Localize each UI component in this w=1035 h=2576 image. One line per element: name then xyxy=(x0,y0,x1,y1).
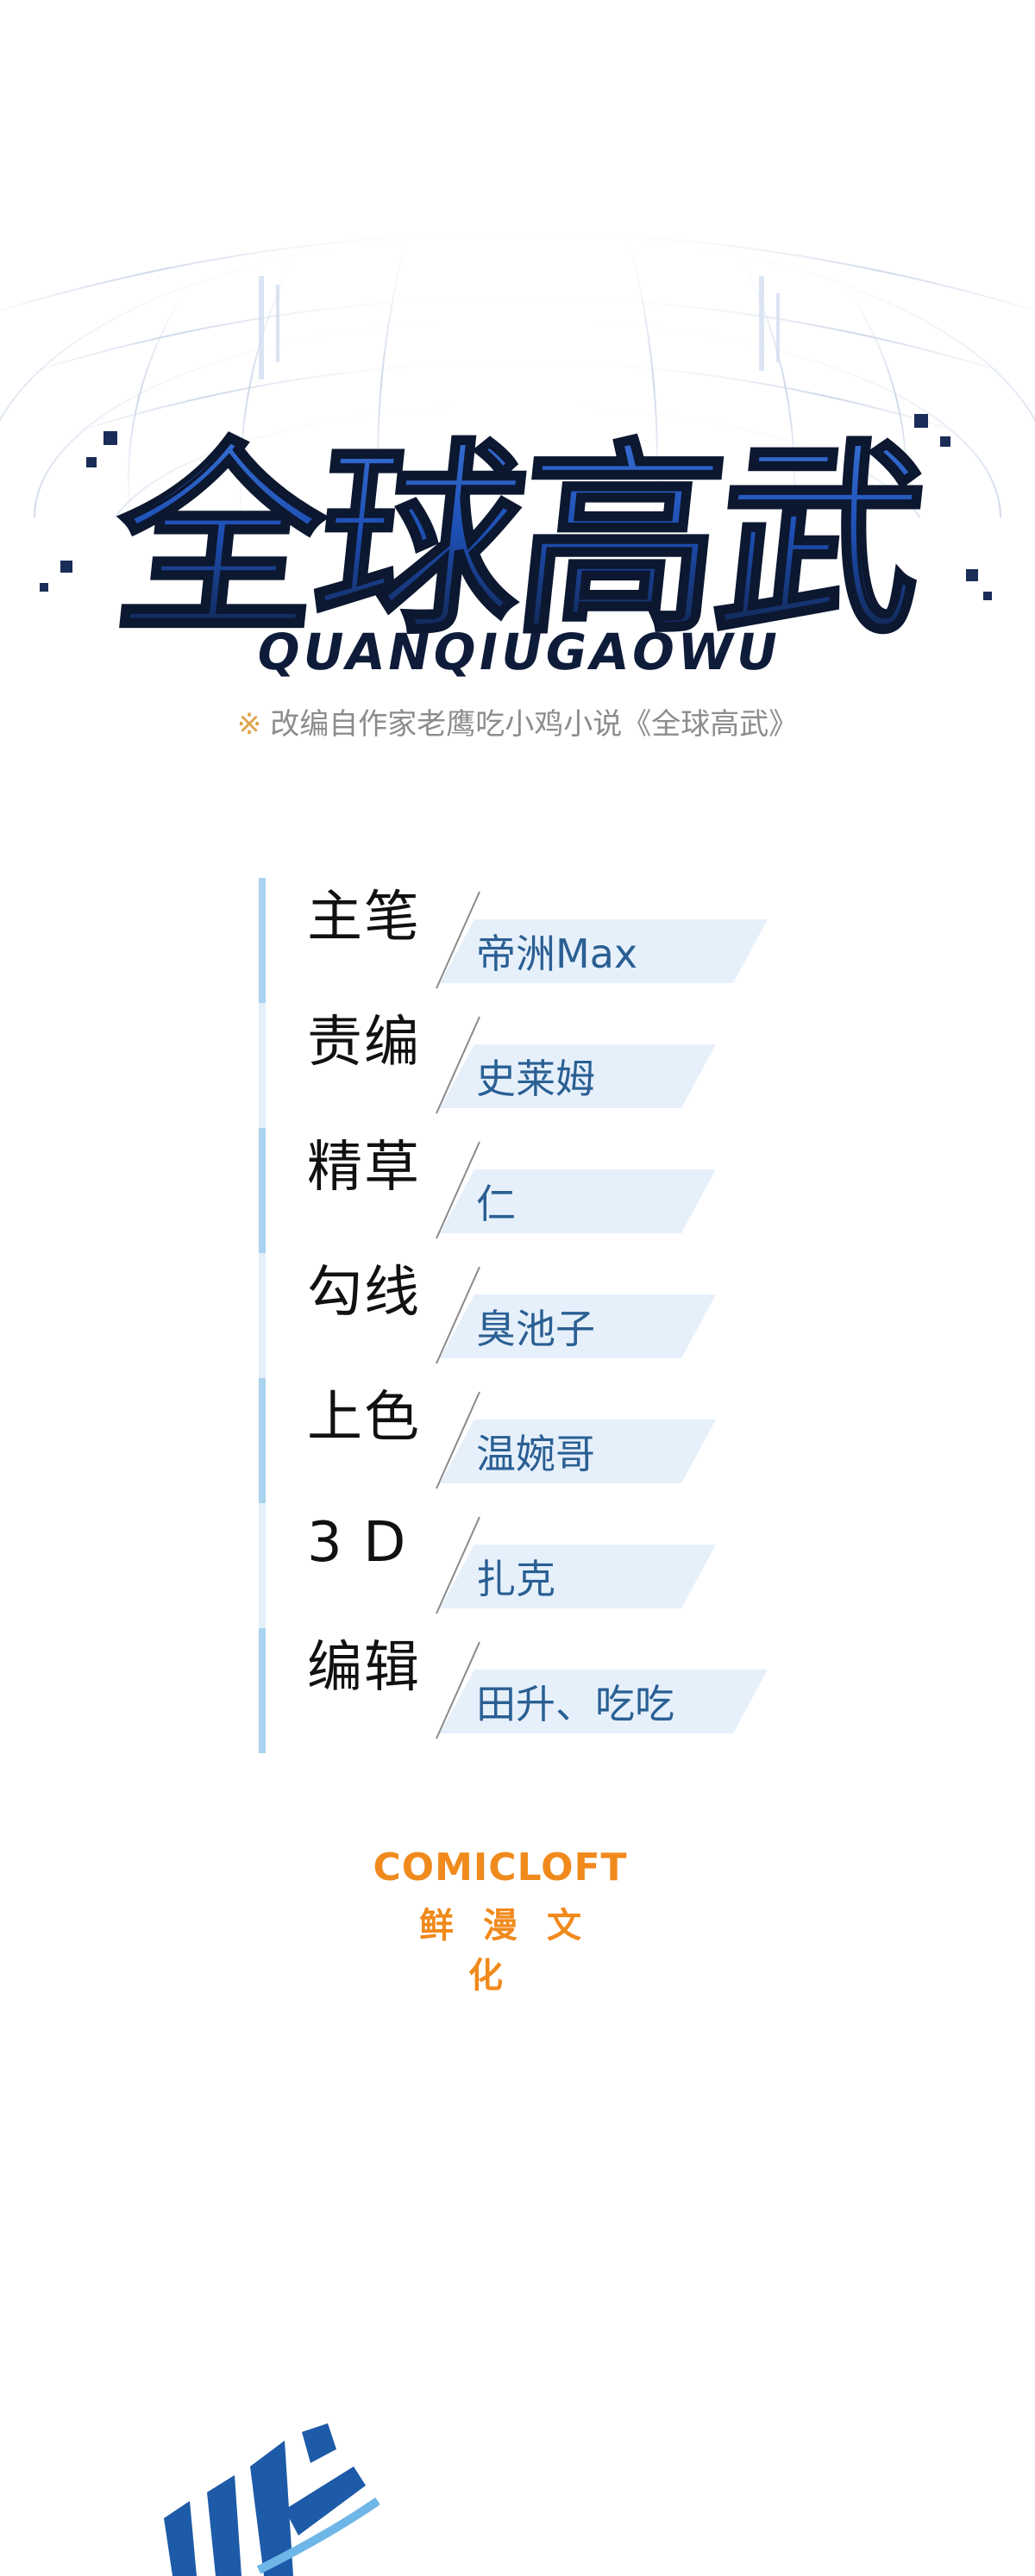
title-text: 全球高武 xyxy=(104,423,932,661)
credit-name-plate xyxy=(440,919,768,983)
credit-accent-bar xyxy=(259,1503,266,1628)
calligraphy-fragment-icon xyxy=(164,2423,380,2576)
slash-divider-icon xyxy=(436,1641,480,1739)
credit-row: 精草仁 xyxy=(259,1128,794,1253)
slash-divider-icon xyxy=(436,1016,480,1114)
credit-row: 编辑田升、吃吃 xyxy=(259,1628,794,1753)
credit-name: 温婉哥 xyxy=(476,1431,595,1477)
globe-wireframe-icon xyxy=(0,232,1035,517)
slash-divider-icon xyxy=(436,1266,480,1364)
credit-role: 上色 xyxy=(307,1386,421,1450)
credit-role: 责编 xyxy=(307,1011,421,1075)
credit-row: 主笔帝洲Max xyxy=(259,878,794,1003)
credit-row: 3 D 扎克 xyxy=(259,1503,794,1628)
credit-role: 勾线 xyxy=(307,1261,421,1325)
credit-name: 田升、吃吃 xyxy=(476,1681,674,1727)
adaptation-note: ※改编自作家老鹰吃小鸡小说《全球高武》 xyxy=(0,700,1035,743)
credit-name: 仁 xyxy=(476,1181,516,1227)
brand-name-cn: 鲜漫文化 xyxy=(419,1906,611,1996)
credit-role: 3 D xyxy=(307,1511,408,1575)
credit-accent-bar xyxy=(259,1628,266,1753)
credit-name-plate xyxy=(440,1420,716,1483)
slash-divider-icon xyxy=(436,1141,480,1239)
credit-name-plate xyxy=(440,1044,716,1108)
adaptation-note-text: 改编自作家老鹰吃小鸡小说《全球高武》 xyxy=(270,707,799,742)
credit-name: 扎克 xyxy=(476,1556,555,1602)
credit-name: 臭池子 xyxy=(476,1306,595,1352)
brand-logo: COMICLOFT 鲜漫文化 xyxy=(362,1846,638,1996)
title-romanized-text: QUANQIUGAOWU xyxy=(252,623,786,680)
slash-divider-icon xyxy=(436,1516,480,1614)
credit-role: 主笔 xyxy=(307,886,421,950)
credit-name-plate xyxy=(440,1294,716,1358)
credit-name-plate xyxy=(440,1545,716,1608)
credit-accent-bar xyxy=(259,1003,266,1128)
credit-row: 责编史莱姆 xyxy=(259,1003,794,1128)
credit-name-plate xyxy=(440,1670,768,1733)
credit-accent-bar xyxy=(259,1128,266,1253)
credit-role: 编辑 xyxy=(307,1636,421,1700)
credit-accent-bar xyxy=(259,1253,266,1378)
credit-role: 精草 xyxy=(307,1136,421,1200)
title-romanized: QUANQIUGAOWU xyxy=(252,623,786,680)
title-logo: 全球高武 xyxy=(40,414,992,663)
credit-name-plate xyxy=(440,1169,716,1233)
credit-name: 帝洲Max xyxy=(476,931,638,977)
slash-divider-icon xyxy=(436,1391,480,1489)
credit-row: 勾线臭池子 xyxy=(259,1253,794,1378)
brand-name-en: COMICLOFT xyxy=(373,1846,628,1890)
credit-accent-bar xyxy=(259,1378,266,1503)
slash-divider-icon xyxy=(436,891,480,989)
credit-row: 上色温婉哥 xyxy=(259,1378,794,1503)
reference-mark-icon: ※ xyxy=(236,707,262,742)
credit-name: 史莱姆 xyxy=(476,1056,595,1102)
credit-accent-bar xyxy=(259,878,266,1003)
